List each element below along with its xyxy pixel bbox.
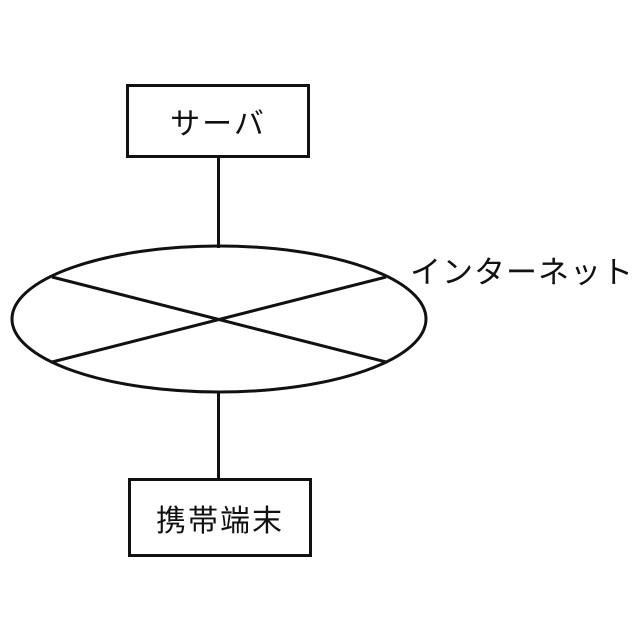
server-node-label: サーバ: [170, 108, 266, 141]
mobile-node: 携帯端末: [128, 478, 312, 557]
mobile-node-label: 携帯端末: [156, 504, 284, 538]
internet-ellipse: [10, 244, 428, 394]
internet-label: インターネット: [410, 255, 634, 290]
server-node: サーバ: [126, 84, 310, 158]
ellipse-cross-line-2: [51, 275, 387, 364]
